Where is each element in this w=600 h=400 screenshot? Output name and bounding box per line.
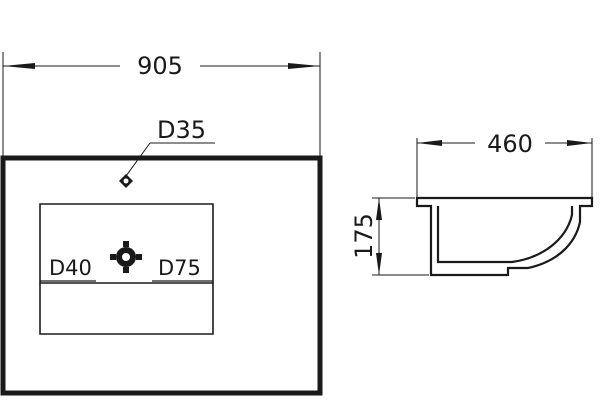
side-width-arrow-right (567, 140, 592, 146)
side-width-label: 460 (487, 130, 533, 158)
basin-bowl-lower (39, 283, 214, 335)
drain-symbol (110, 241, 142, 273)
width-arrow-left (3, 63, 35, 69)
tap-hole-leader-diagonal (125, 142, 151, 177)
height-arrow-bottom (376, 253, 382, 275)
height-arrow-top (376, 198, 382, 220)
top-view (0, 52, 323, 396)
overflow-label: D40 (49, 256, 92, 280)
basin-profile-outer (415, 196, 594, 277)
basin-profile-inner (436, 206, 574, 264)
side-width-arrow-left (417, 140, 442, 146)
tap-hole-label: D35 (157, 116, 206, 144)
width-arrow-right (288, 63, 320, 69)
height-label: 175 (350, 213, 378, 259)
drain-label: D75 (158, 256, 201, 280)
tap-hole-symbol (119, 174, 133, 188)
side-view (372, 138, 594, 277)
overall-width-label: 905 (137, 52, 183, 80)
basin-outer-rim (0, 155, 323, 396)
